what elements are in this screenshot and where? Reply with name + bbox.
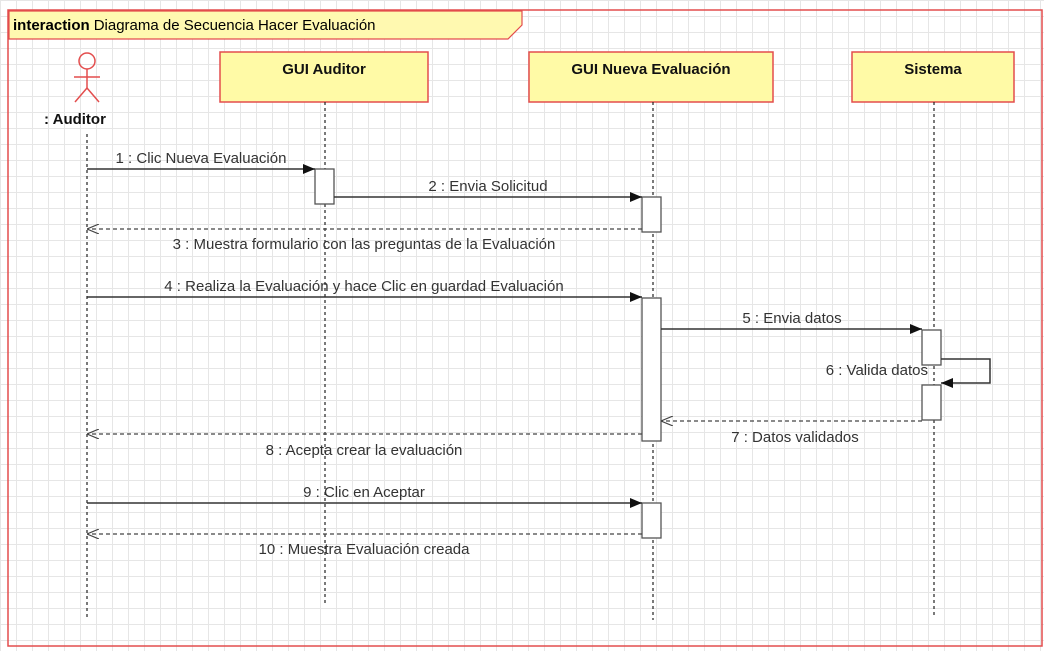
message-5[interactable]: 5 : Envia datos [661, 310, 922, 334]
frame-name: Diagrama de Secuencia Hacer Evaluación [94, 17, 376, 34]
participant-label: GUI Nueva Evaluación [571, 61, 730, 78]
participant-gui-nueva-evaluacion[interactable]: GUI Nueva Evaluación [528, 51, 774, 103]
actor-auditor[interactable]: : Auditor [44, 52, 106, 128]
frame-tab [8, 10, 523, 40]
frame-keyword: interaction [13, 17, 90, 34]
message-8[interactable]: 8 : Acepta crear la evaluación [87, 434, 642, 459]
activation-bar [641, 297, 662, 442]
actor-label: : Auditor [44, 111, 106, 128]
message-label: 1 : Clic Nueva Evaluación [116, 150, 287, 167]
message-label: 2 : Envia Solicitud [428, 178, 547, 195]
participant-label: GUI Auditor [282, 61, 366, 78]
message-9[interactable]: 9 : Clic en Aceptar [87, 484, 642, 508]
activation-bar [921, 329, 942, 366]
actor-stick-figure-icon [74, 52, 100, 103]
message-3[interactable]: 3 : Muestra formulario con las preguntas… [87, 229, 642, 253]
message-4[interactable]: 4 : Realiza la Evaluación y hace Clic en… [87, 278, 642, 302]
participant-sistema[interactable]: Sistema [851, 51, 1015, 103]
message-label: 10 : Muestra Evaluación creada [259, 541, 471, 558]
message-label: 6 : Valida datos [826, 362, 928, 379]
message-label: 5 : Envia datos [742, 310, 841, 327]
message-label: 9 : Clic en Aceptar [303, 484, 425, 501]
message-label: 3 : Muestra formulario con las preguntas… [173, 236, 556, 253]
activation-bar [921, 384, 942, 421]
message-2[interactable]: 2 : Envia Solicitud [334, 178, 642, 202]
participant-gui-auditor[interactable]: GUI Auditor [219, 51, 429, 103]
activation-bar [641, 196, 662, 233]
activation-bar [641, 502, 662, 539]
message-7[interactable]: 7 : Datos validados [661, 421, 922, 446]
self-message-arrow [941, 358, 991, 388]
message-6[interactable]: 6 : Valida datos [826, 358, 991, 388]
message-1[interactable]: 1 : Clic Nueva Evaluación [87, 150, 315, 174]
message-10[interactable]: 10 : Muestra Evaluación creada [87, 534, 642, 558]
message-label: 7 : Datos validados [731, 429, 859, 446]
participant-label: Sistema [904, 61, 962, 78]
message-label: 4 : Realiza la Evaluación y hace Clic en… [164, 278, 563, 295]
message-label: 8 : Acepta crear la evaluación [266, 442, 463, 459]
interaction-frame [7, 9, 1043, 647]
activation-bar [314, 168, 335, 205]
